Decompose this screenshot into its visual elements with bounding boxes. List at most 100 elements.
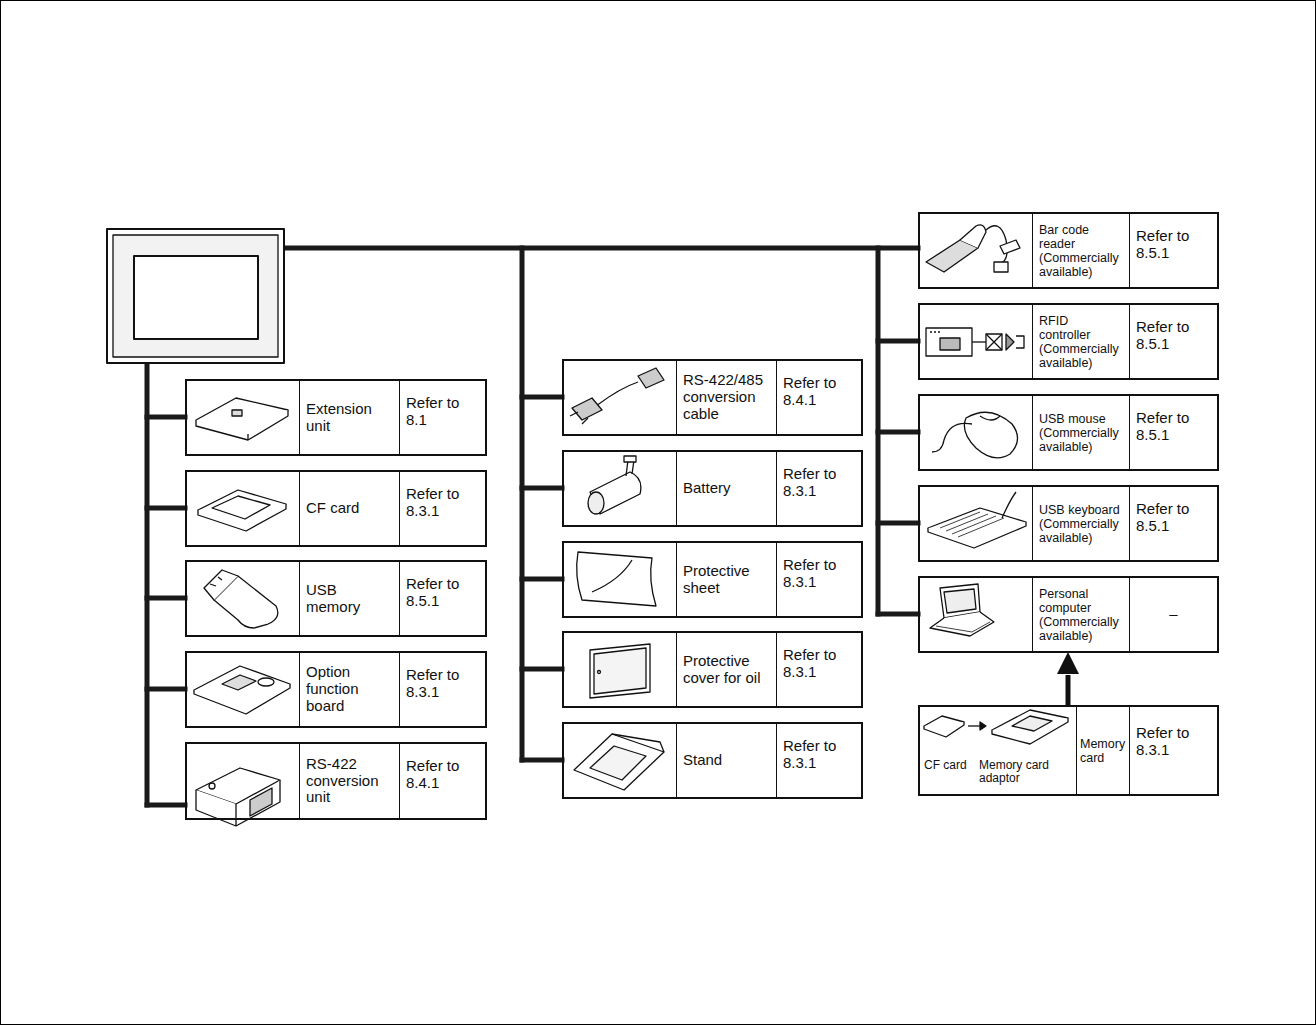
name-cell: Memory card: [1077, 707, 1130, 794]
reference-text: Refer to 8.4.1: [406, 758, 479, 792]
battery-icon: [588, 456, 641, 514]
reference-text: Refer to 8.3.1: [1136, 725, 1211, 759]
name-cell: CF card: [300, 472, 400, 545]
icon-cell: [187, 653, 300, 726]
protective-cover-icon: [590, 644, 650, 698]
item-box: Personal computer (Commercially availabl…: [918, 576, 1219, 653]
item-box: Battery Refer to 8.3.1: [562, 450, 863, 527]
item-box: RFID controller (Commercially available)…: [918, 303, 1219, 380]
reference-text: Refer to 8.3.1: [406, 486, 479, 520]
name-cell: RS-422/485 conversion cable: [677, 361, 777, 434]
name-cell: USB keyboard (Commercially available): [1033, 487, 1130, 560]
reference-cell: Refer to 8.3.1: [1130, 707, 1217, 794]
item-box: Protective sheetRefer to 8.3.1: [562, 541, 863, 618]
reference-text: Refer to 8.3.1: [783, 738, 855, 772]
got-unit: [107, 229, 284, 363]
bus-line: [147, 596, 185, 601]
memory-card-icons: [924, 710, 1068, 744]
item-name: USB memory: [306, 582, 393, 616]
icon-cell: [920, 578, 1033, 651]
reference-cell: –: [1130, 578, 1217, 651]
item-name: Protective cover for oil: [683, 653, 770, 687]
icon-cell: [920, 396, 1033, 469]
reference-text: Refer to 8.5.1: [1136, 410, 1211, 444]
name-cell: Option function board: [300, 653, 400, 726]
item-name: Battery: [683, 480, 731, 497]
icon-cell: [564, 633, 677, 706]
reference-cell: Refer to 8.5.1: [1130, 487, 1217, 560]
icon-cell: [564, 543, 677, 616]
reference-cell: Refer to 8.5.1: [1130, 396, 1217, 469]
rs422-unit-icon: [196, 768, 280, 826]
bus-line: [147, 803, 185, 808]
item-box: Bar code reader (Commercially available)…: [918, 212, 1219, 289]
item-name: RS-422 conversion unit: [306, 756, 393, 806]
extension-unit-icon: [196, 398, 288, 440]
bus-line: [878, 339, 918, 344]
reference-cell: Refer to 8.3.1: [777, 452, 861, 525]
reference-cell: Refer to 8.3.1: [400, 472, 485, 545]
bus-line: [147, 415, 185, 420]
conversion-cable-icon: [570, 368, 664, 424]
item-box: Extension unitRefer to 8.1: [185, 379, 487, 456]
personal-computer-icon: [930, 584, 994, 636]
cf-card-icon: [198, 490, 286, 531]
icon-cell: [187, 381, 300, 454]
reference-cell: Refer to 8.5.1: [1130, 305, 1217, 378]
icon-cell: [564, 361, 677, 434]
reference-cell: Refer to 8.4.1: [777, 361, 861, 434]
item-box: Stand Refer to 8.3.1: [562, 722, 863, 799]
icon-cell: [564, 724, 677, 797]
part-label: CF card: [923, 759, 968, 772]
item-box: USB memory Refer to 8.5.1: [185, 560, 487, 637]
bus-line: [147, 506, 185, 511]
item-name: Memory card: [1080, 737, 1126, 765]
reference-cell: Refer to 8.3.1: [777, 633, 861, 706]
item-box: USB mouse (Commercially available) Refer …: [918, 394, 1219, 471]
reference-cell: Refer to 8.3.1: [400, 653, 485, 726]
item-box: USB keyboard (Commercially available) Ref…: [918, 485, 1219, 562]
name-cell: RS-422 conversion unit: [300, 744, 400, 818]
usb-memory-icon: [204, 570, 278, 628]
item-name: USB mouse (Commercially available): [1039, 412, 1123, 454]
part-label: Memory card adaptor: [978, 759, 1076, 785]
reference-text: Refer to 8.5.1: [406, 576, 479, 610]
icon-cell: [187, 472, 300, 545]
icon-cell: CF card Memory card adaptor: [920, 707, 1077, 794]
stand-icon: [574, 734, 664, 790]
bus-line: [522, 577, 562, 582]
usb-keyboard-icon: [928, 492, 1026, 548]
reference-text: Refer to 8.5.1: [1136, 319, 1211, 353]
bus-line: [284, 246, 918, 251]
item-box: CF card Memory card adaptorMemory card Ref…: [918, 705, 1219, 796]
name-cell: Extension unit: [300, 381, 400, 454]
icon-cell: [920, 305, 1033, 378]
icon-cell: [187, 744, 300, 818]
name-cell: RFID controller (Commercially available): [1033, 305, 1130, 378]
item-name: USB keyboard (Commercially available): [1039, 503, 1123, 545]
reference-cell: Refer to 8.1: [400, 381, 485, 454]
reference-text: Refer to 8.3.1: [783, 466, 855, 500]
name-cell: Protective cover for oil: [677, 633, 777, 706]
icon-cell: [564, 452, 677, 525]
icon-cell: [187, 562, 300, 635]
option-board-icon: [194, 666, 290, 714]
item-name: Stand: [683, 752, 722, 769]
item-name: CF card: [306, 500, 359, 517]
reference-text: Refer to 8.4.1: [783, 375, 855, 409]
name-cell: USB mouse (Commercially available): [1033, 396, 1130, 469]
bus-line: [522, 395, 562, 400]
item-name: Bar code reader (Commercially available): [1039, 223, 1123, 279]
reference-text: Refer to 8.5.1: [1136, 501, 1211, 535]
reference-text: Refer to 8.3.1: [783, 647, 855, 681]
item-name: Extension unit: [306, 401, 393, 435]
bus-line: [147, 687, 185, 692]
reference-text: Refer to 8.3.1: [406, 667, 479, 701]
bus-line: [522, 486, 562, 491]
icon-cell: [920, 214, 1033, 287]
item-box: Protective cover for oil Refer to 8.3.1: [562, 631, 863, 708]
name-cell: USB memory: [300, 562, 400, 635]
bus-line: [522, 667, 562, 672]
reference-cell: Refer to 8.4.1: [400, 744, 485, 818]
item-box: Option function boardRefer to 8.3.1: [185, 651, 487, 728]
